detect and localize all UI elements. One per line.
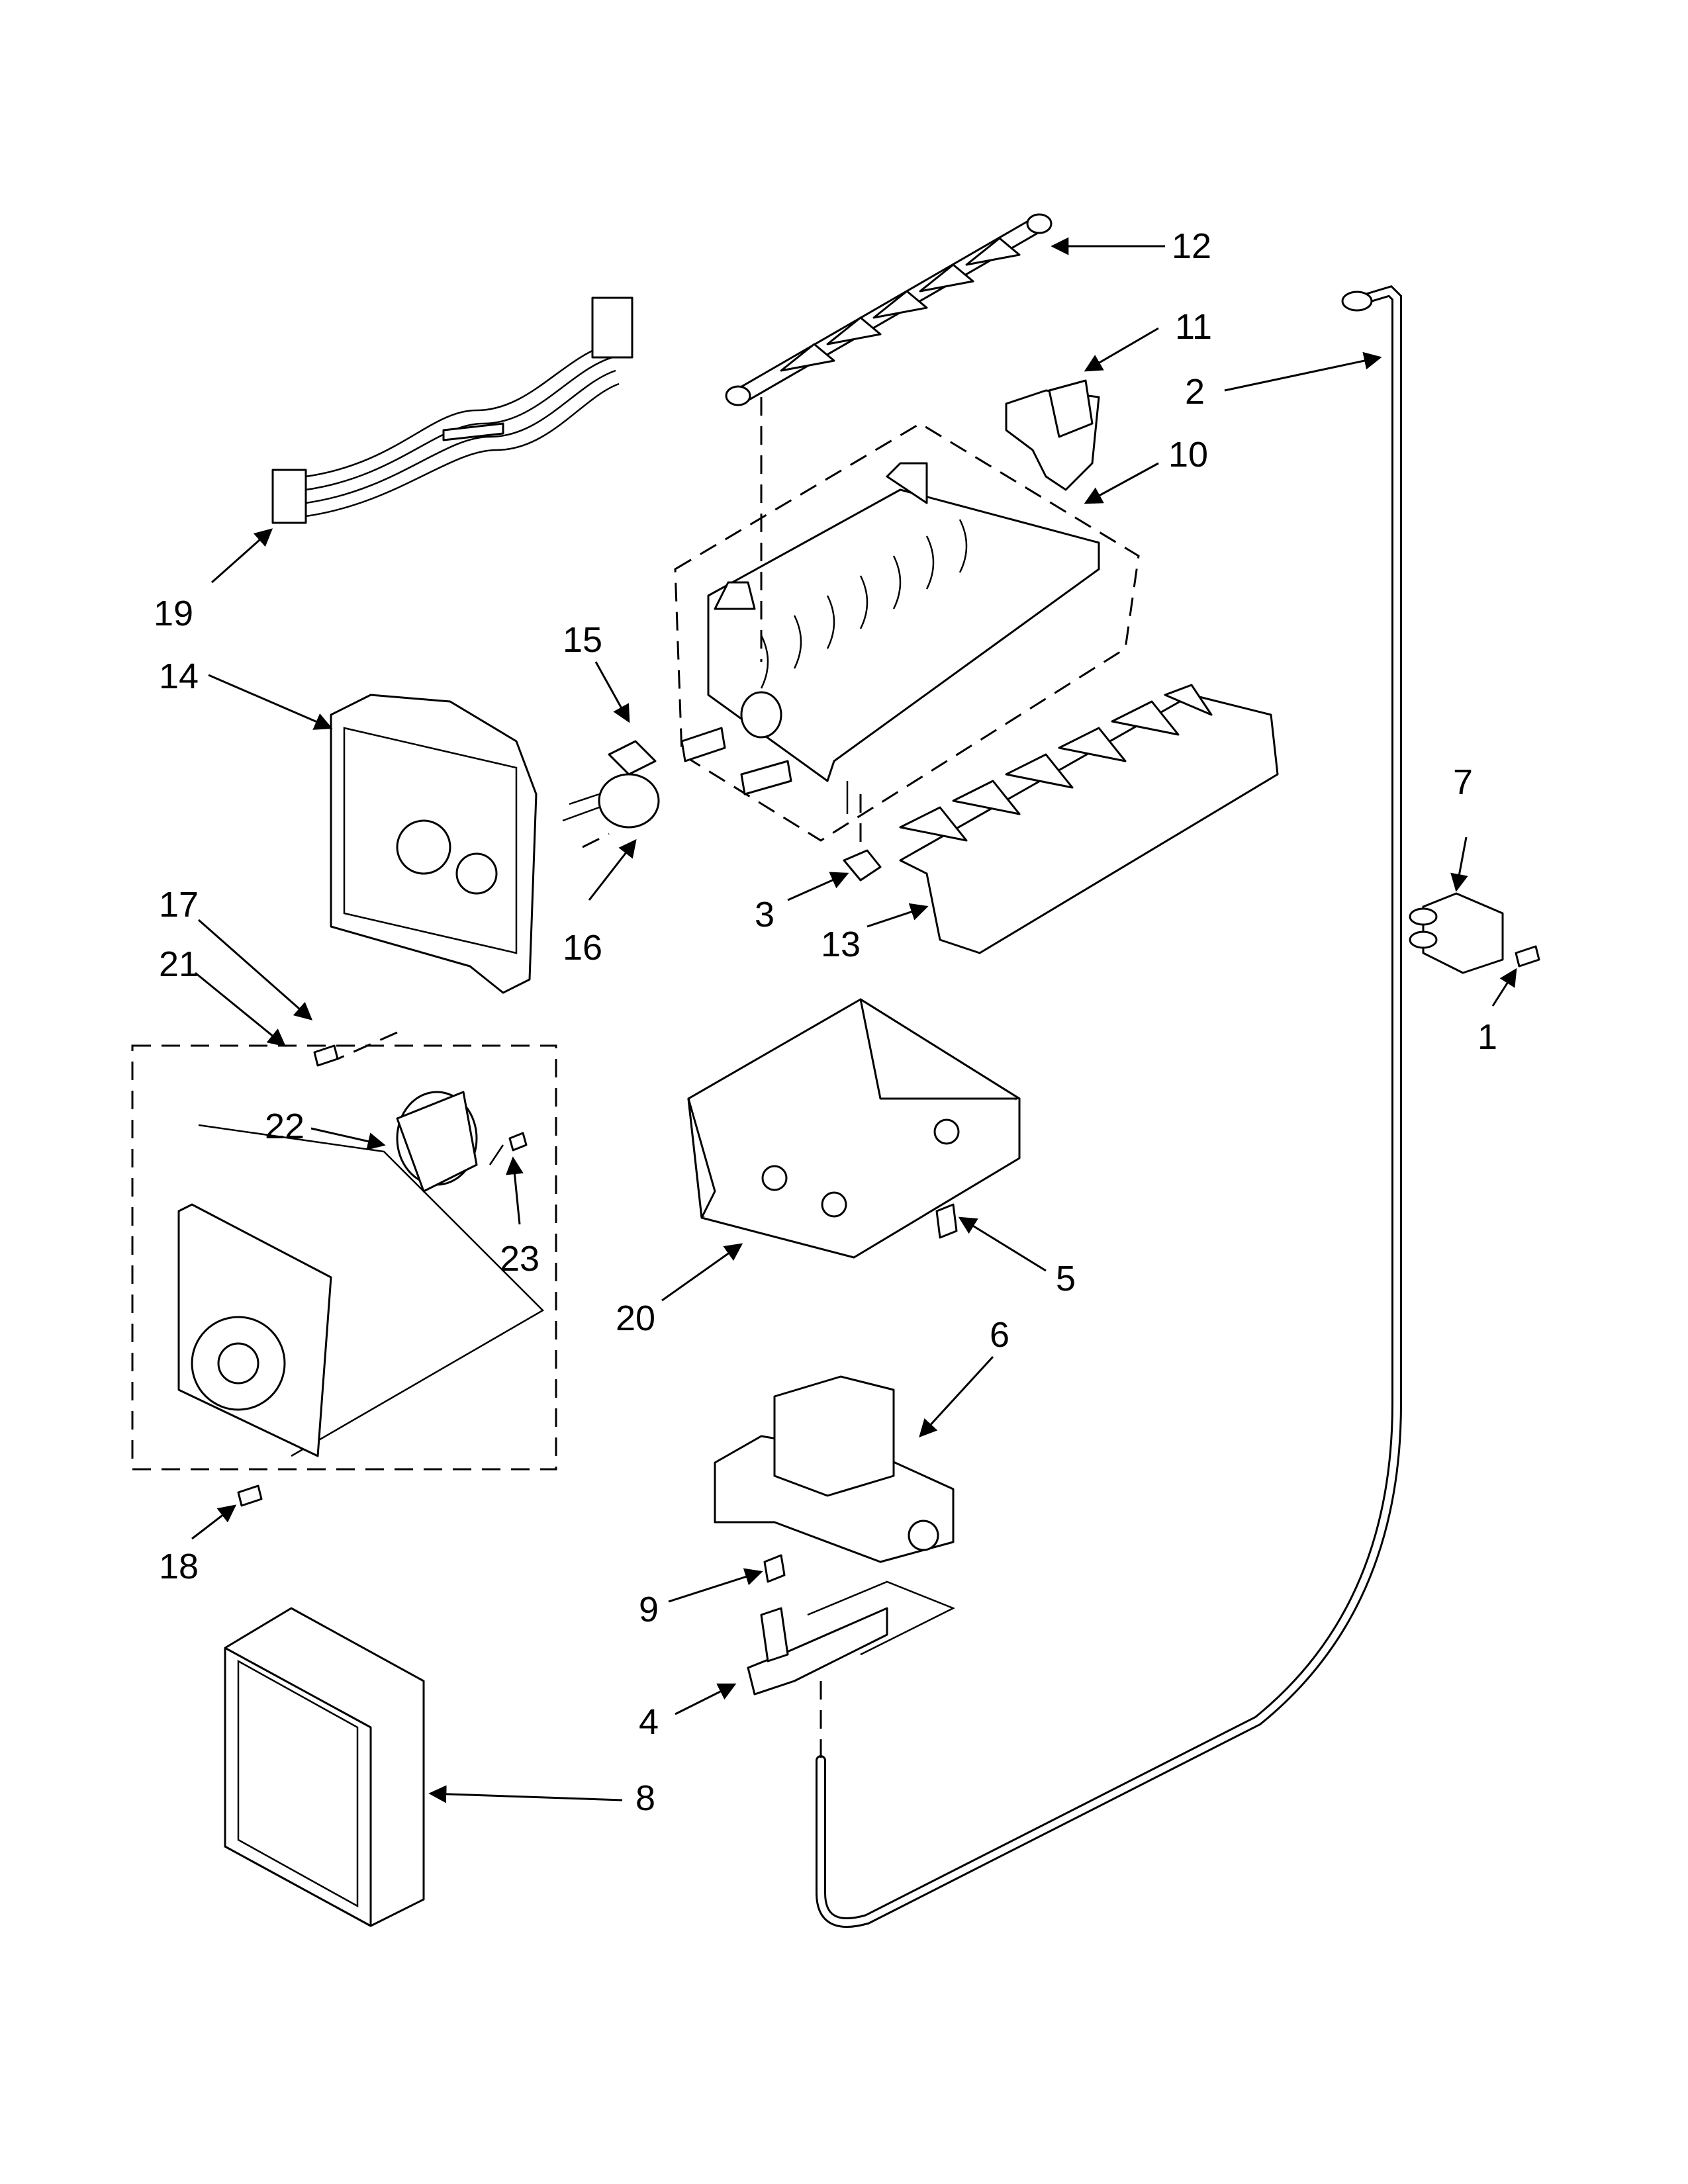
bracket-part-4 [747,1580,956,1696]
callout-4: 4 [639,1702,659,1742]
leader-lines [191,237,1517,1803]
callout-20: 20 [616,1298,655,1338]
ice-stripper-part-13 [899,684,1279,954]
callout-labels: 12 11 2 10 19 15 14 3 16 13 7 1 17 21 22… [154,226,1497,1818]
callout-23: 23 [500,1239,539,1279]
guide-lines [337,397,862,1760]
screw-part-5 [935,1203,958,1239]
callout-17: 17 [159,885,199,925]
callout-15: 15 [563,620,602,660]
callout-10: 10 [1168,435,1208,475]
callout-11: 11 [1175,307,1212,347]
callout-18: 18 [159,1547,199,1586]
callout-5: 5 [1056,1259,1076,1298]
module-plate [177,1203,332,1457]
motor-part-22 [396,1091,478,1193]
support-part-20 [687,998,1021,1259]
callout-1: 1 [1477,1017,1497,1057]
cover-part-11 [1005,379,1100,491]
clamp-part-7 [1409,892,1504,974]
callout-16: 16 [563,928,602,968]
callout-22: 22 [265,1107,305,1146]
screw-part-23 [489,1132,528,1165]
clip-part-3 [843,849,882,882]
ice-mold-part-10 [674,422,1140,842]
screw-part-1 [1515,945,1540,968]
callout-12: 12 [1172,226,1211,266]
callout-9: 9 [639,1590,659,1629]
ejector-shaft-part-12 [725,213,1053,406]
screw-part-18 [237,1484,263,1507]
callout-8: 8 [635,1778,655,1818]
callout-21: 21 [159,944,199,984]
panel-part-8 [224,1607,425,1927]
callout-19: 19 [154,594,193,633]
wire-harness-part-19 [271,296,633,524]
callout-13: 13 [821,925,861,964]
control-housing-part-14 [330,694,538,994]
callout-6: 6 [990,1315,1009,1355]
screw-part-9 [763,1554,786,1583]
module-assembly-part-21 [131,1044,557,1471]
valve-part-6 [714,1375,955,1563]
callout-3: 3 [755,895,774,934]
thermostat-part-16 [562,740,660,829]
fill-tube-part-2 [816,285,1402,1928]
screw-part-17 [313,1044,339,1067]
callout-7: 7 [1453,762,1473,802]
callout-14: 14 [159,657,199,696]
callout-2: 2 [1185,372,1205,412]
